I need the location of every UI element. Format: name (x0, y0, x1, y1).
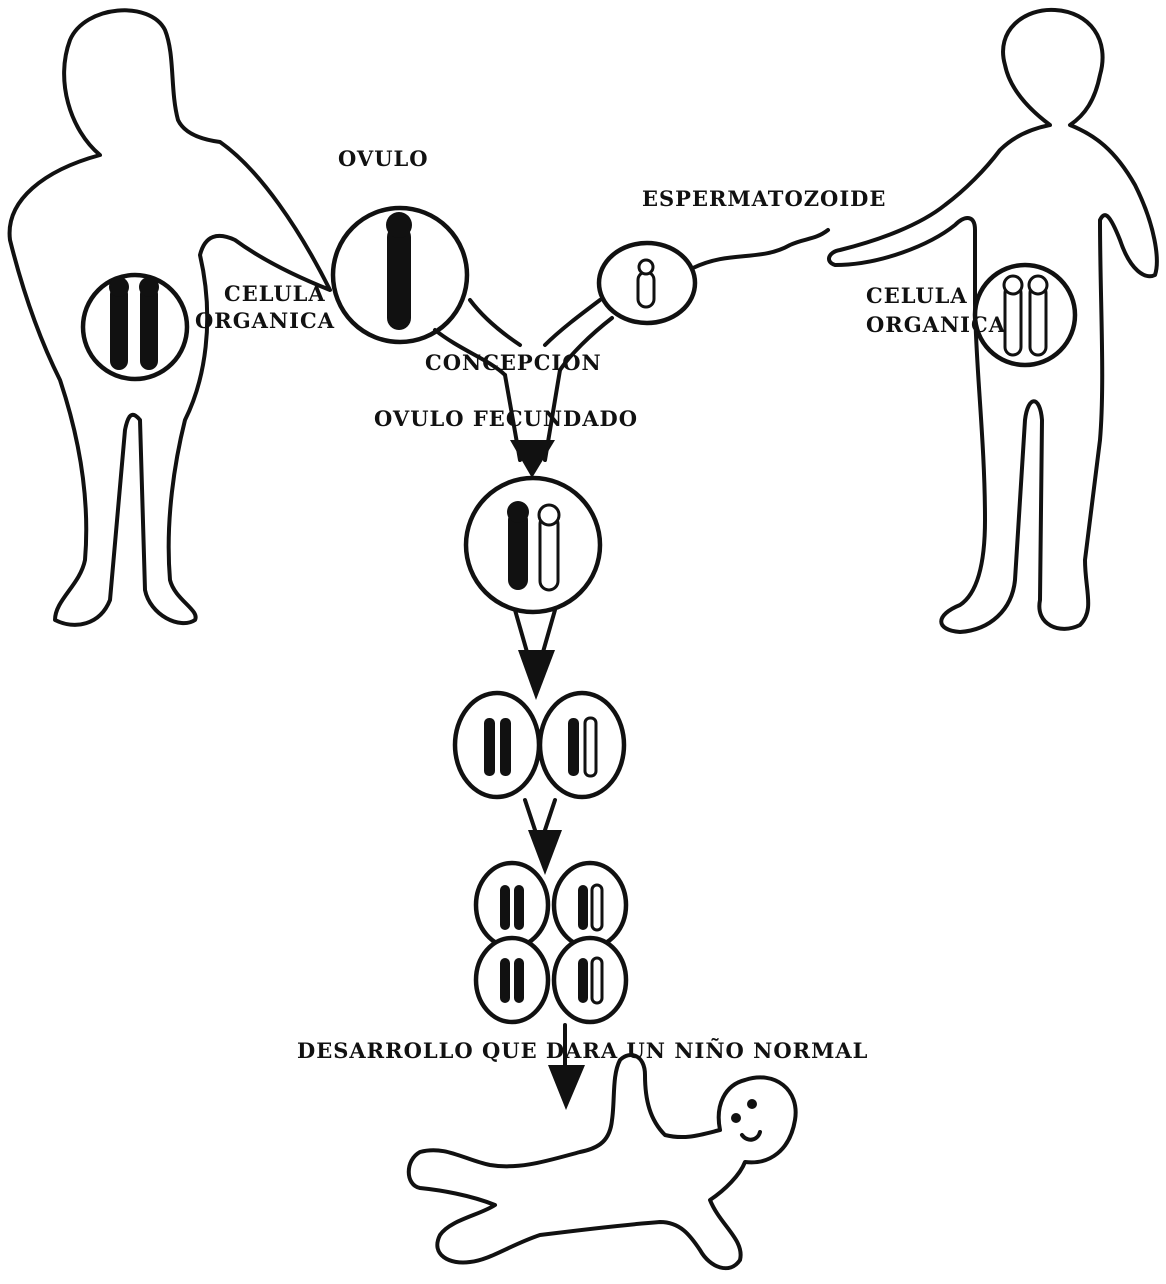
baby-figure (409, 1055, 796, 1268)
ovulo-label: OVULO (338, 148, 429, 170)
spermatozoon (599, 230, 828, 323)
espermatozoide-label: ESPERMATOZOIDE (642, 188, 886, 210)
desarrollo-label: DESARROLLO QUE DARA UN NIÑO NORMAL (297, 1040, 868, 1062)
ovulo-fecundado-label: OVULO FECUNDADO (374, 408, 638, 430)
fertilized-ovum (466, 478, 600, 612)
arrow-to-two-cell (515, 610, 555, 700)
right-celula-label: CELULA (866, 285, 968, 307)
right-organica-label: ORGANICA (866, 314, 1006, 336)
left-celula-label: CELULA (224, 283, 326, 305)
ovum (333, 208, 467, 342)
concepcion-label: CONCEPCION (425, 352, 602, 374)
conception-tubes (435, 300, 612, 460)
left-organica-label: ORGANICA (195, 310, 335, 332)
left-organic-cell (83, 275, 187, 379)
two-cell-stage (455, 693, 624, 797)
four-cell-stage (476, 863, 626, 1022)
arrow-to-zygote (510, 440, 555, 478)
arrow-to-four-cell (525, 800, 562, 875)
